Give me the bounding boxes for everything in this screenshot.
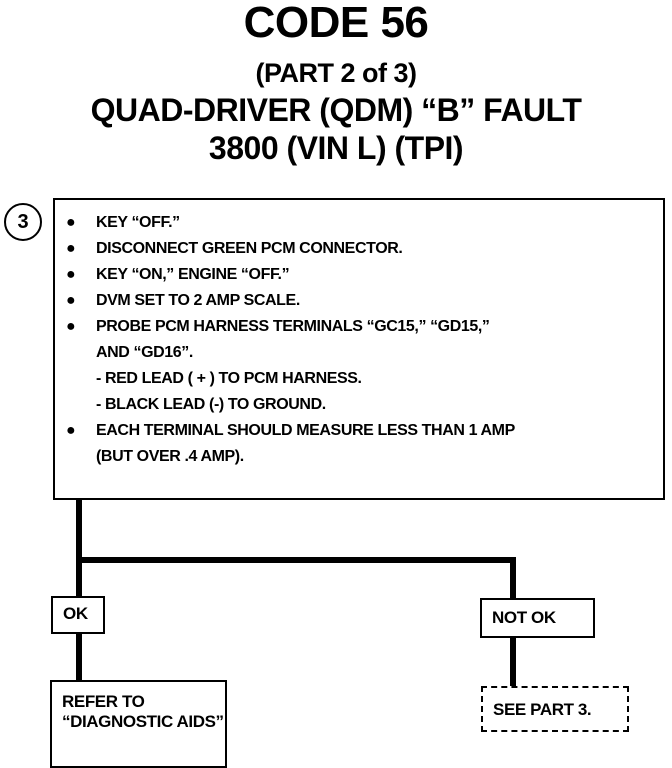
ok-result-line: “DIAGNOSTIC AIDS” <box>62 712 224 731</box>
ok-branch-box: OK <box>51 596 105 634</box>
page-title: CODE 56 <box>243 0 429 47</box>
sub-step: - BLACK LEAD (-) TO GROUND. <box>96 396 326 413</box>
step-instructions-box <box>53 198 665 500</box>
engine-title: 3800 (VIN L) (TPI) <box>208 130 464 166</box>
step-text: KEY “OFF.” <box>96 214 180 231</box>
part-indicator: (PART 2 of 3) <box>255 58 418 88</box>
step-text: EACH TERMINAL SHOULD MEASURE LESS THAN 1… <box>96 422 515 439</box>
ok-result-box: REFER TO “DIAGNOSTIC AIDS” <box>50 680 227 768</box>
step-text: DVM SET TO 2 AMP SCALE. <box>96 292 300 309</box>
not-ok-branch-box: NOT OK <box>480 598 595 638</box>
step-number-badge: 3 <box>4 203 42 241</box>
step-text: KEY “ON,” ENGINE “OFF.” <box>96 266 290 283</box>
bullet-icon: ● <box>66 266 76 283</box>
step-item: ● EACH TERMINAL SHOULD MEASURE LESS THAN … <box>60 418 515 444</box>
connector-line <box>510 638 516 686</box>
step-text: DISCONNECT GREEN PCM CONNECTOR. <box>96 240 403 257</box>
step-continuation: (BUT OVER .4 AMP). <box>96 448 244 465</box>
bullet-icon: ● <box>66 214 76 231</box>
ok-result-line: REFER TO <box>62 692 145 711</box>
not-ok-result-box: SEE PART 3. <box>481 686 629 732</box>
bullet-icon: ● <box>66 240 76 257</box>
step-item: ● PROBE PCM HARNESS TERMINALS “GC15,” “GD… <box>60 314 515 340</box>
connector-line <box>76 500 82 596</box>
step-continuation: AND “GD16”. <box>96 344 193 361</box>
fault-title: QUAD-DRIVER (QDM) “B” FAULT <box>90 92 582 128</box>
step-item: ● KEY “ON,” ENGINE “OFF.” <box>60 262 515 288</box>
connector-line <box>510 557 516 598</box>
connector-line <box>76 634 82 680</box>
step-item: ● KEY “OFF.” <box>60 210 515 236</box>
step-list: ● KEY “OFF.” ● DISCONNECT GREEN PCM CONNEC… <box>60 210 515 470</box>
step-item: ● DISCONNECT GREEN PCM CONNECTOR. <box>60 236 515 262</box>
bullet-icon: ● <box>66 318 76 335</box>
step-text: PROBE PCM HARNESS TERMINALS “GC15,” “GD1… <box>96 318 490 335</box>
step-item: ● DVM SET TO 2 AMP SCALE. <box>60 288 515 314</box>
connector-line <box>76 557 516 563</box>
sub-step: - RED LEAD ( + ) TO PCM HARNESS. <box>96 370 362 387</box>
bullet-icon: ● <box>66 292 76 309</box>
bullet-icon: ● <box>66 422 76 439</box>
